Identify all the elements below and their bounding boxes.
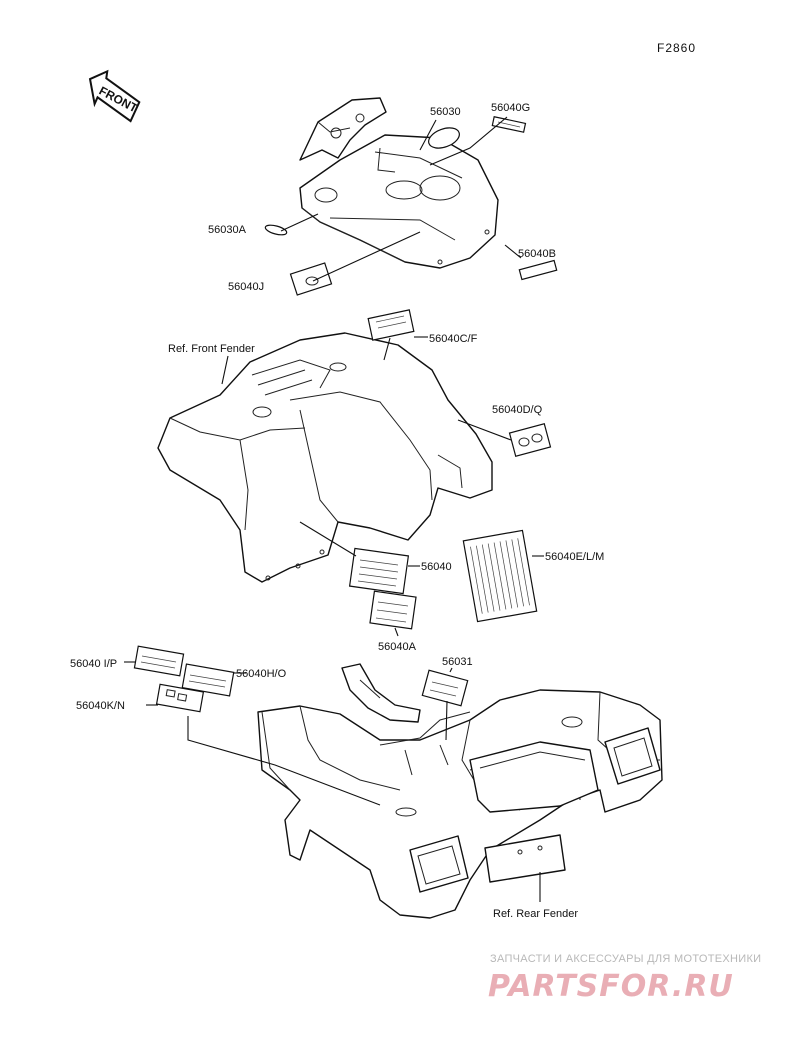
label-56030: 56030 [430, 106, 461, 118]
decal-56031 [421, 669, 469, 707]
front-arrow-icon: FRONT [88, 69, 141, 123]
rear-fender [257, 663, 663, 919]
label-56040ELM: 56040E/L/M [545, 551, 604, 563]
decal-56040A [369, 590, 417, 630]
handlebar-cover [299, 97, 499, 269]
decal-56040J [289, 262, 333, 296]
label-56040DQ: 56040D/Q [492, 404, 543, 416]
label-56040HO: 56040H/O [236, 668, 287, 680]
label-ref-rear-fender: Ref. Rear Fender [493, 908, 578, 920]
label-ref-front-fender: Ref. Front Fender [168, 343, 255, 355]
label-56040G: 56040G [491, 102, 530, 114]
decal-56040KN [155, 683, 205, 713]
watermark-caption: ЗАПЧАСТИ И АКСЕССУАРЫ ДЛЯ МОТОТЕХНИКИ [490, 953, 761, 965]
label-56040KN: 56040K/N [76, 700, 125, 712]
label-56030A: 56030A [208, 224, 247, 236]
label-56040A: 56040A [378, 641, 417, 653]
label-56040CF: 56040C/F [429, 333, 478, 345]
decal-56040IP [133, 645, 185, 677]
decal-56040CF [367, 309, 415, 341]
front-fender [157, 332, 493, 583]
label-56040B: 56040B [518, 248, 556, 260]
decal-56040 [348, 547, 410, 595]
cap-56030A [264, 224, 288, 236]
watermark-logo: PARTSFOR.RU [488, 969, 734, 1004]
label-56031: 56031 [442, 656, 473, 668]
decal-56040G [491, 116, 527, 133]
label-56040J: 56040J [228, 281, 264, 293]
decal-56040HO [181, 663, 235, 697]
label-56040: 56040 [421, 561, 452, 573]
cap-56030 [428, 127, 460, 149]
figure-code: F2860 [657, 41, 696, 55]
label-56040IP: 56040 I/P [70, 658, 117, 670]
decal-56040ELM [462, 529, 538, 623]
decal-56040DQ [508, 423, 552, 457]
decal-56040B [518, 259, 558, 281]
